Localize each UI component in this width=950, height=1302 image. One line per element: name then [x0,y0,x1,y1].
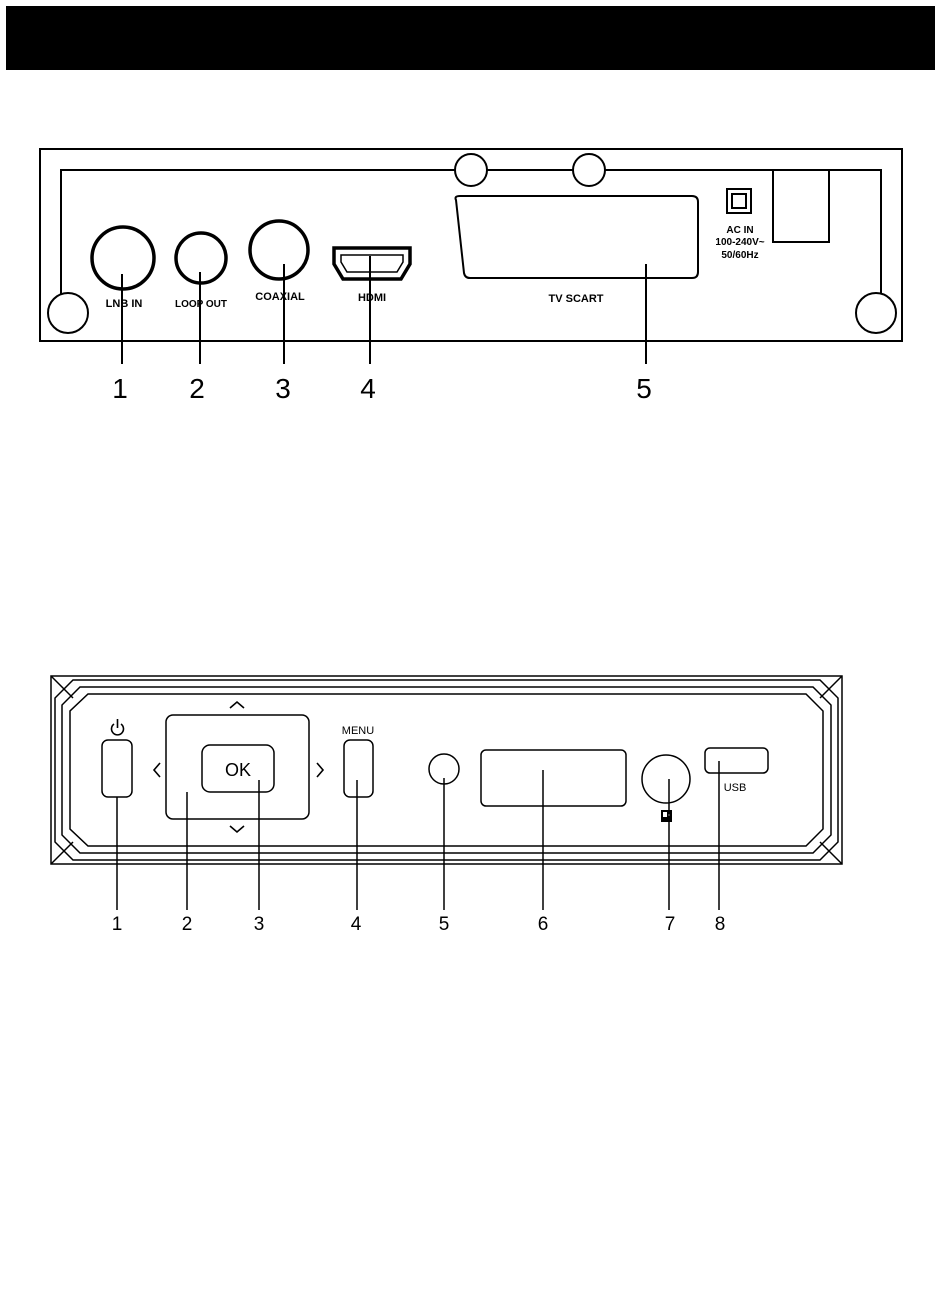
front-callout-7: 7 [665,914,676,935]
rear-foot-left [48,293,88,333]
power-button[interactable] [102,740,132,797]
hdmi-port [334,248,410,279]
rear-callout-1: 1 [112,373,128,404]
header-bar [6,6,935,70]
ac-voltage-label: 100-240V~ [715,237,764,248]
front-callout-8: 8 [715,914,726,935]
rear-panel-diagram: LNB IN LOOP OUT COAXIAL HDMI TV SCART AC… [0,148,950,408]
front-panel-diagram: OK MENU USB 1 2 3 4 5 6 7 8 [0,670,950,940]
rear-foot-right [856,293,896,333]
rear-callout-2: 2 [189,373,205,404]
front-callout-6: 6 [538,914,549,935]
rear-screw-top-right [573,154,605,186]
tv-scart-port [456,196,699,278]
front-callout-2: 2 [182,914,193,935]
menu-button[interactable] [344,740,373,797]
tv-scart-label: TV SCART [549,293,604,305]
ac-in-socket-inner [732,194,746,208]
front-callout-3: 3 [254,914,265,935]
power-cord-block [773,170,829,242]
rear-callout-3: 3 [275,373,291,404]
card-slot[interactable] [642,755,690,803]
rear-callout-4: 4 [360,373,376,404]
ok-label: OK [225,760,251,780]
usb-label: USB [724,782,747,794]
front-display [481,750,626,806]
front-callout-5: 5 [439,914,450,935]
front-callout-4: 4 [351,914,362,935]
coaxial-label: COAXIAL [255,291,305,303]
card-icon [661,810,672,822]
hdmi-label: HDMI [358,292,386,304]
front-callout-1: 1 [112,914,123,935]
ac-in-label: AC IN [726,225,753,236]
rear-screw-top-left [455,154,487,186]
rear-callout-5: 5 [636,373,652,404]
usb-port[interactable] [705,748,768,773]
coaxial-port [250,221,308,279]
ac-frequency-label: 50/60Hz [721,250,758,261]
menu-label: MENU [342,725,374,737]
lnb-in-label: LNB IN [106,298,143,310]
